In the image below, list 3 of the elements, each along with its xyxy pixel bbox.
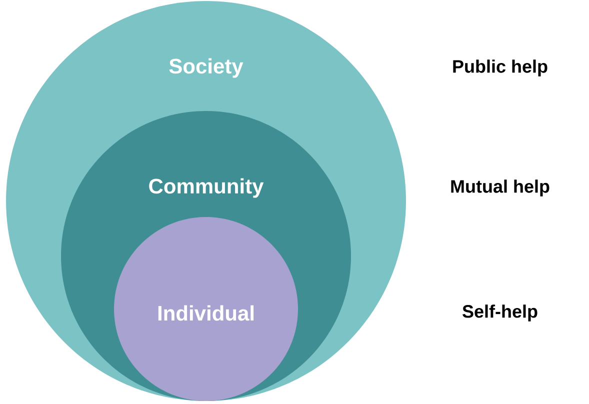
side-label: Mutual help: [451, 180, 550, 196]
side-label: Public help: [453, 60, 548, 76]
side-label: Self-help: [462, 304, 538, 322]
